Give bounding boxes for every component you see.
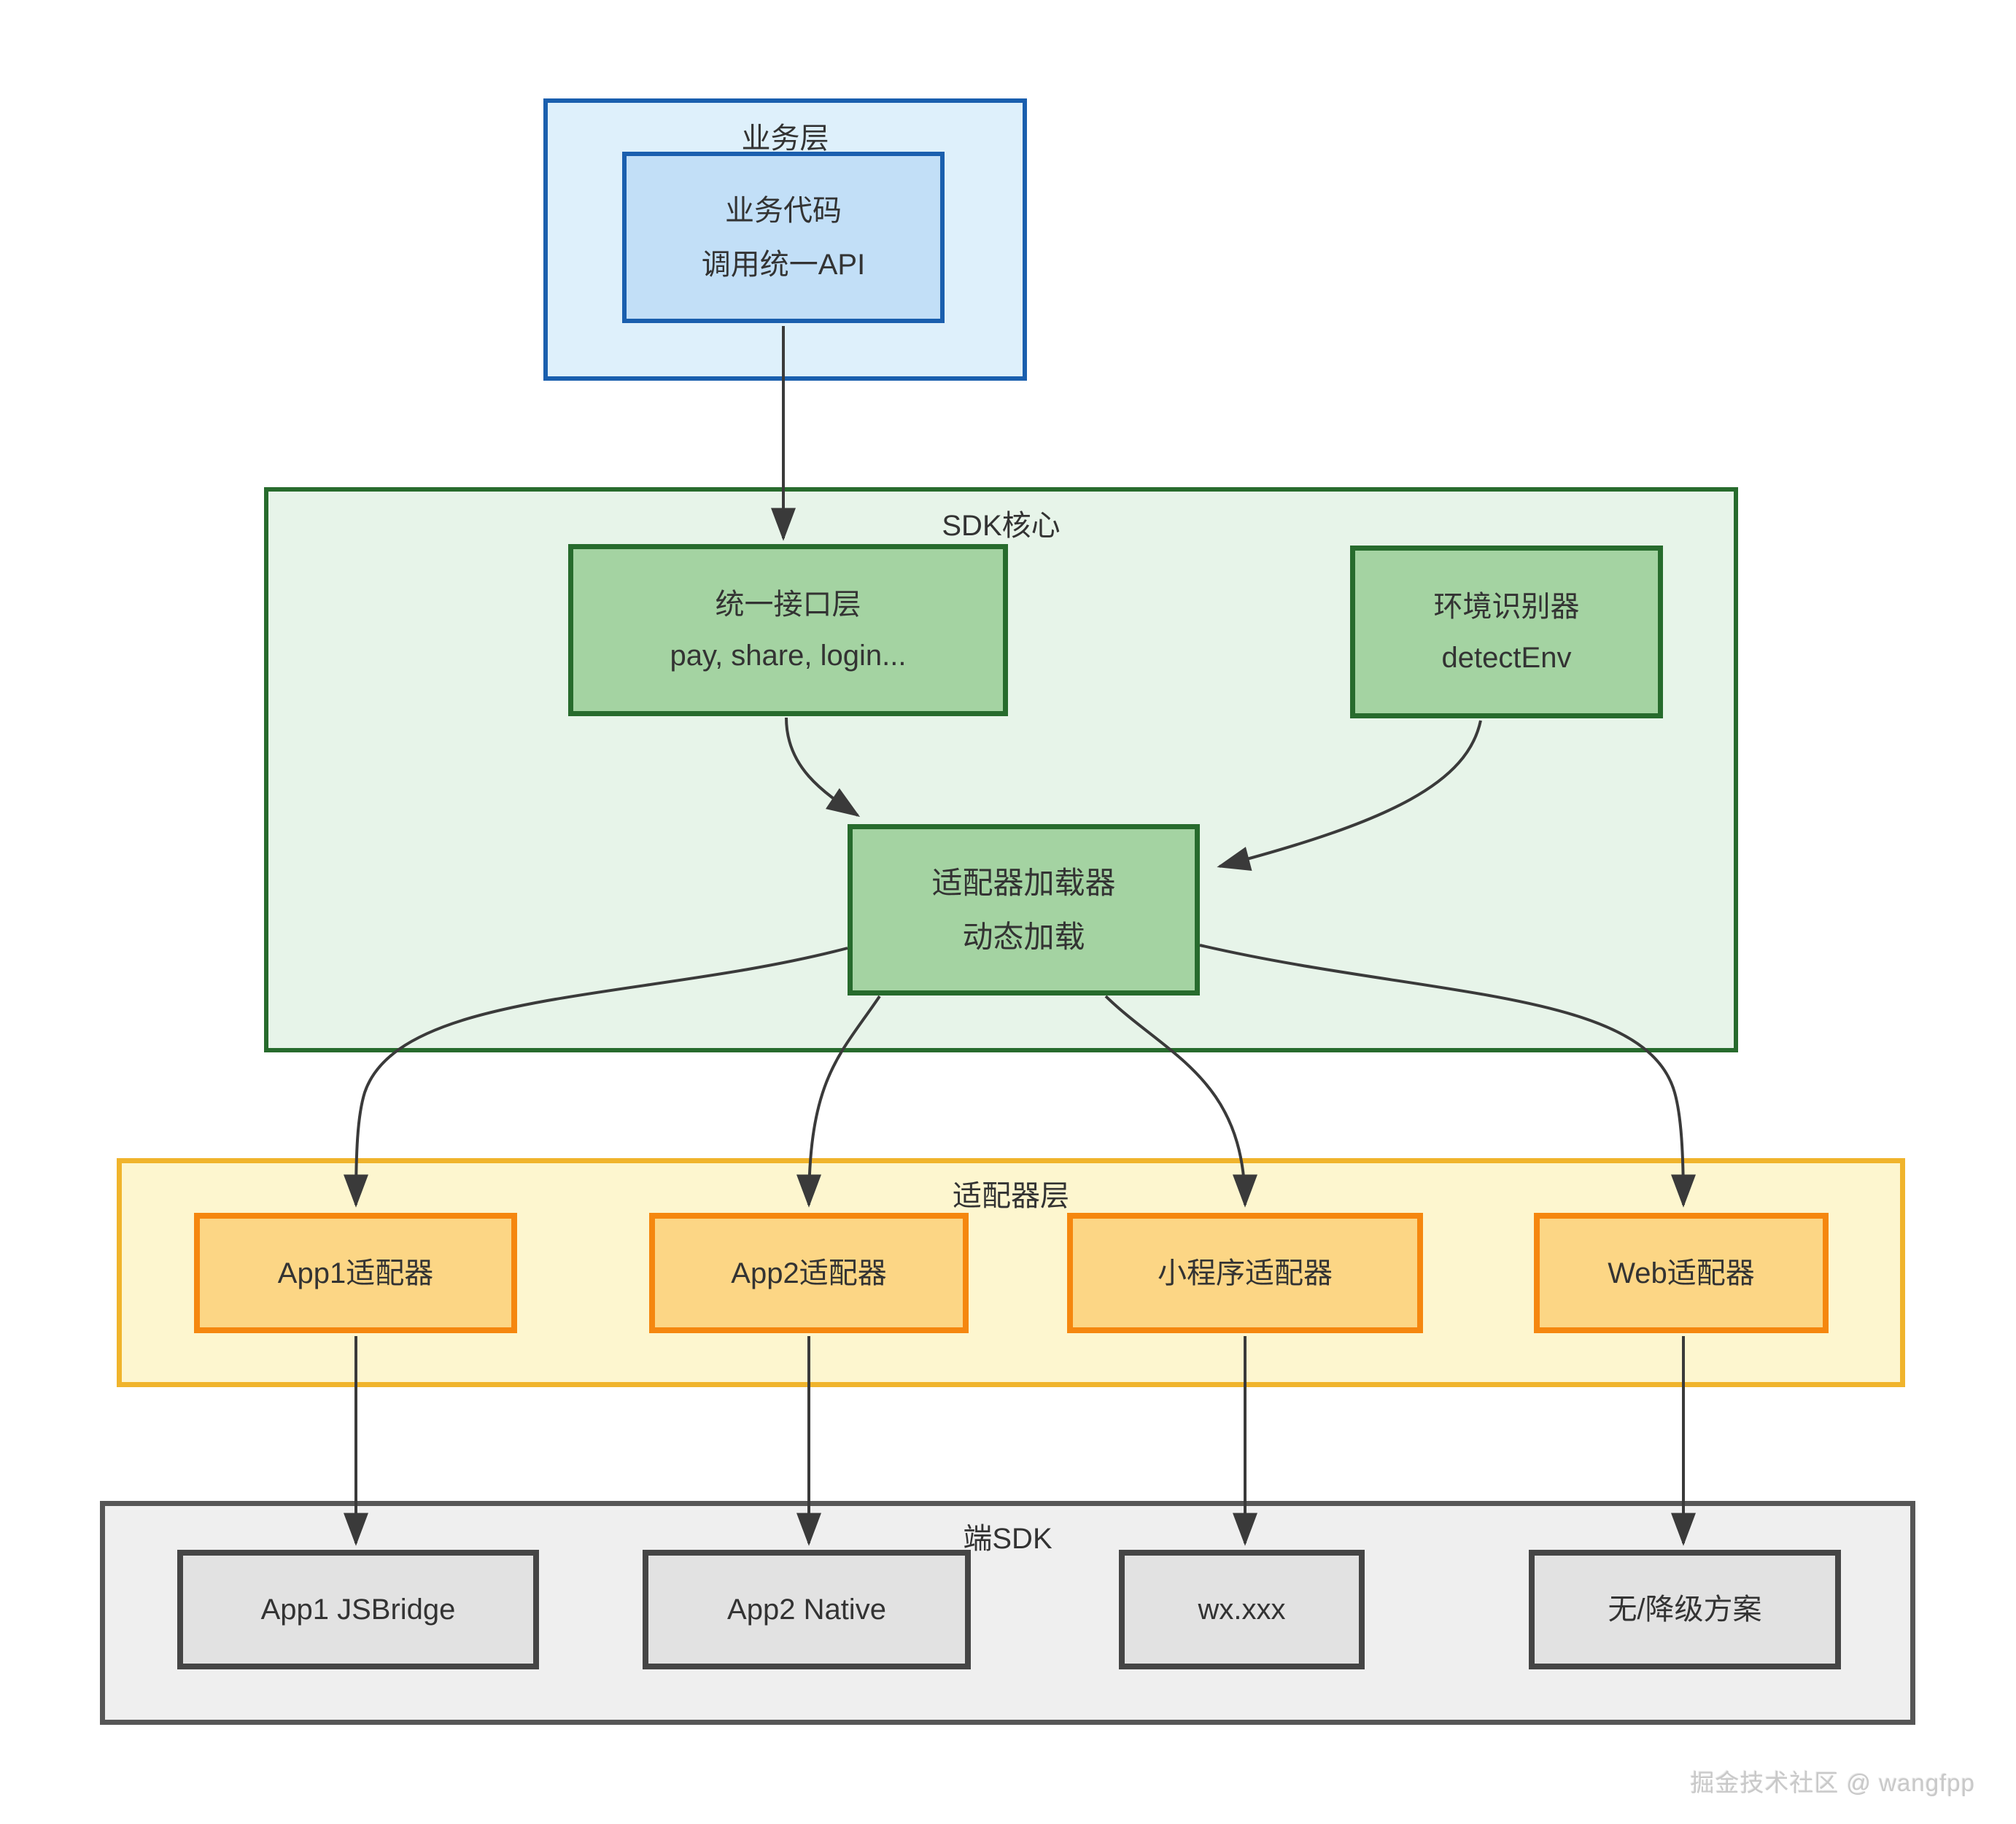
business-code-line2: 调用统一API (701, 248, 866, 281)
unified-api-node: 统一接口层 pay, share, login... (568, 544, 1008, 716)
watermark: 掘金技术社区 @ wangfpp (1690, 1769, 1975, 1796)
business-code-line1: 业务代码 (725, 194, 842, 227)
adapter-loader-line2: 动态加载 (962, 919, 1085, 954)
wx-api-node: wx.xxx (1119, 1550, 1365, 1669)
web-adapter-node: Web适配器 (1534, 1213, 1829, 1333)
adapter-loader-line1: 适配器加载器 (931, 866, 1116, 900)
business-layer-title: 业务层 (741, 123, 829, 155)
sdk-core-layer-title: SDK核心 (942, 510, 1061, 542)
app2-native-node: App2 Native (643, 1550, 971, 1669)
app1-adapter-node: App1适配器 (194, 1213, 517, 1333)
env-detector-node: 环境识别器 detectEnv (1350, 546, 1663, 718)
env-detector-line2: detectEnv (1441, 641, 1572, 674)
miniapp-adapter-node: 小程序适配器 (1067, 1213, 1423, 1333)
adapter-loader-node: 适配器加载器 动态加载 (848, 824, 1200, 996)
client-sdk-layer-title: 端SDK (963, 1523, 1052, 1555)
fallback-node: 无/降级方案 (1529, 1550, 1841, 1669)
unified-api-line2: pay, share, login... (670, 640, 907, 672)
business-code-node: 业务代码 调用统一API (622, 152, 945, 323)
env-detector-line1: 环境识别器 (1433, 590, 1580, 623)
app1-jsbridge-node: App1 JSBridge (177, 1550, 539, 1669)
app2-adapter-node: App2适配器 (649, 1213, 969, 1333)
adapter-layer-title: 适配器层 (953, 1180, 1069, 1212)
unified-api-line1: 统一接口层 (715, 589, 861, 621)
